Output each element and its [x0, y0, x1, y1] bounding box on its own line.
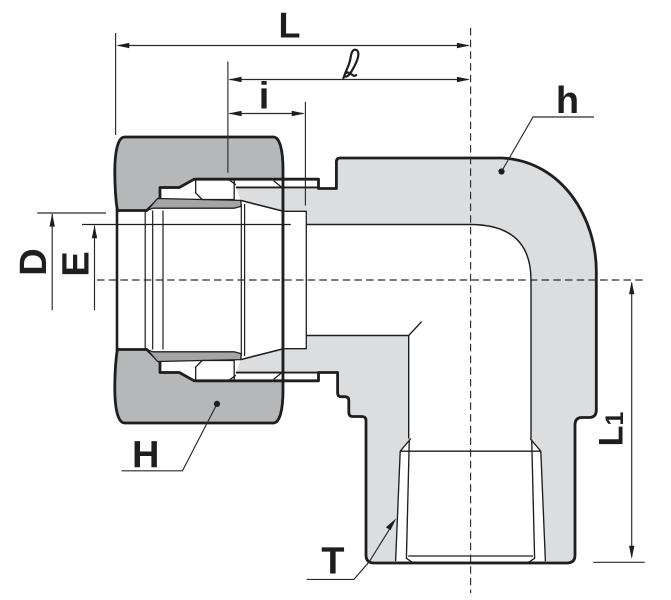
- svg-text:H: H: [132, 434, 159, 476]
- svg-text:L: L: [278, 4, 300, 45]
- svg-text:h: h: [556, 80, 579, 122]
- svg-text:i: i: [259, 75, 270, 117]
- svg-text:D: D: [13, 248, 55, 275]
- svg-text:E: E: [56, 251, 98, 276]
- svg-text:T: T: [321, 540, 344, 582]
